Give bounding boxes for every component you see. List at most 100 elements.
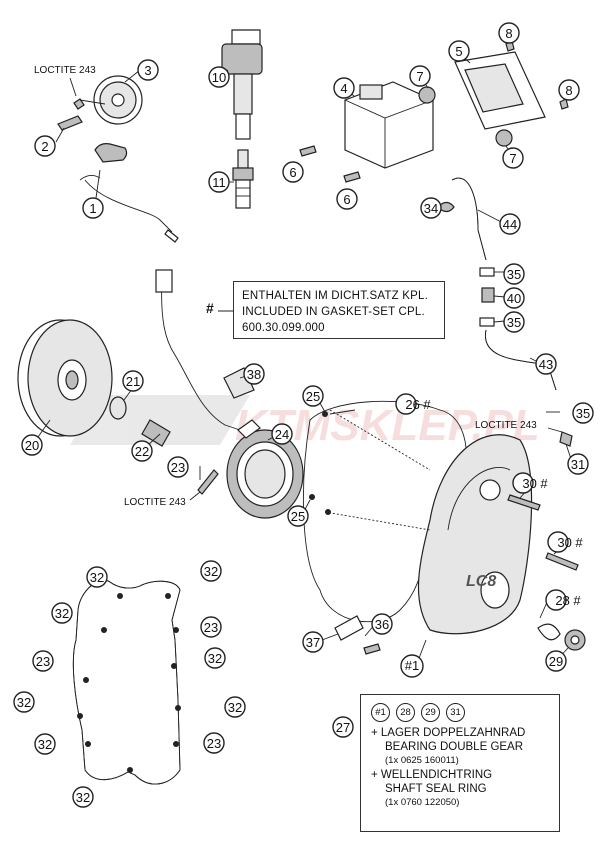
- callout-23c: 23: [32, 650, 54, 672]
- callout-44: 44: [499, 213, 521, 235]
- svg-text:32: 32: [55, 606, 69, 621]
- svg-text:43: 43: [539, 357, 553, 372]
- callout-38: 38: [243, 363, 265, 385]
- svg-text:38: 38: [247, 367, 261, 382]
- svg-text:29: 29: [549, 654, 563, 669]
- callout-8a: 8: [498, 22, 520, 44]
- svg-text:7: 7: [416, 69, 423, 84]
- svg-text:11: 11: [212, 175, 226, 190]
- note-hash-marker: #: [206, 300, 214, 316]
- ignition-cover: LC8: [417, 431, 586, 651]
- svg-text:36: 36: [375, 617, 389, 632]
- callout-30b: 30 #: [547, 531, 583, 553]
- callout-3: 3: [137, 59, 159, 81]
- svg-text:35: 35: [507, 267, 521, 282]
- callout-23a: 23: [167, 456, 189, 478]
- spark-plug: [232, 149, 254, 209]
- callout-43: 43: [535, 353, 557, 375]
- stator: [155, 269, 304, 519]
- note-line-en: INCLUDED IN GASKET-SET CPL.: [242, 306, 425, 318]
- note-part-number: 600.30.099.000: [242, 322, 325, 334]
- svg-text:23: 23: [207, 736, 221, 751]
- callout-22: 22: [131, 440, 153, 462]
- svg-text:2: 2: [41, 139, 48, 154]
- callout-21: 21: [122, 370, 144, 392]
- svg-text:10: 10: [212, 70, 226, 85]
- callout-29: 29: [545, 650, 567, 672]
- svg-text:35: 35: [576, 406, 590, 421]
- svg-text:32: 32: [76, 790, 90, 805]
- callout-30a: 30 #: [512, 472, 548, 494]
- legend-num: 31: [446, 703, 465, 722]
- svg-text:34: 34: [424, 201, 438, 216]
- callout-20: 20: [21, 434, 43, 456]
- svg-text:27: 27: [336, 720, 350, 735]
- svg-text:35: 35: [507, 315, 521, 330]
- callout-6b: 6: [336, 188, 358, 210]
- legend-item1-de: + LAGER DOPPELZAHNRAD: [371, 727, 526, 739]
- callout-8b: 8: [558, 79, 580, 101]
- svg-text:25: 25: [306, 389, 320, 404]
- callout-35b: 35: [503, 311, 525, 333]
- callout-7a: 7: [409, 65, 431, 87]
- callout-32h: 32: [72, 786, 94, 808]
- mounting-bracket: [299, 40, 569, 183]
- legend-item1-pn: (1x 0625 160011): [385, 755, 459, 766]
- legend-included-parts: #1 28 29 31: [371, 703, 551, 722]
- callout-34: 34: [420, 197, 442, 219]
- svg-text:28 #: 28 #: [555, 593, 581, 608]
- callout-32f: 32: [224, 696, 246, 718]
- svg-text:24: 24: [275, 427, 289, 442]
- svg-text:32: 32: [90, 570, 104, 585]
- callout-25a: 25: [302, 385, 324, 407]
- svg-text:6: 6: [289, 165, 296, 180]
- callout-1: 1: [82, 197, 104, 219]
- callout-37: 37: [302, 631, 324, 653]
- callout-2: 2: [34, 135, 56, 157]
- legend-item1-en: BEARING DOUBLE GEAR: [385, 741, 524, 753]
- svg-text:#1: #1: [405, 658, 419, 673]
- svg-text:31: 31: [571, 457, 585, 472]
- callout-27: 27: [332, 716, 354, 738]
- svg-text:32: 32: [38, 737, 52, 752]
- callout-32c: 32: [51, 602, 73, 624]
- svg-text:32: 32: [208, 651, 222, 666]
- svg-text:30 #: 30 #: [557, 535, 583, 550]
- callout-25b: 25: [287, 505, 309, 527]
- svg-text:21: 21: [126, 374, 140, 389]
- loctite-label-right: LOCTITE 243: [475, 420, 537, 431]
- callout-32b: 32: [200, 560, 222, 582]
- callout-31: 31: [567, 453, 589, 475]
- svg-text:22: 22: [135, 444, 149, 459]
- callout-35c: 35: [572, 402, 594, 424]
- legend-item2-en: SHAFT SEAL RING: [385, 783, 487, 795]
- callout-32g: 32: [34, 733, 56, 755]
- cdi-box: [344, 81, 434, 169]
- svg-text:26 #: 26 #: [405, 397, 431, 412]
- callout-35a: 35: [503, 263, 525, 285]
- crankcase-gasket: [72, 579, 181, 785]
- loctite-labels: LOCTITE 243 LOCTITE 243 LOCTITE 243: [34, 65, 563, 508]
- svg-text:6: 6: [343, 192, 350, 207]
- svg-text:7: 7: [509, 151, 516, 166]
- loctite-label-top: LOCTITE 243: [34, 65, 96, 76]
- svg-text:23: 23: [36, 654, 50, 669]
- callout-24: 24: [271, 423, 293, 445]
- gasket-set-note: ENTHALTEN IM DICHT.SATZ KPL. INCLUDED IN…: [233, 281, 445, 339]
- pickup-sensor: [57, 75, 179, 243]
- svg-text:3: 3: [144, 63, 151, 78]
- callouts: 1 2 3 4 5 6 6 7 7 8 8 10 11 20 21 22 23 …: [13, 22, 594, 808]
- svg-text:32: 32: [204, 564, 218, 579]
- note-line-de: ENTHALTEN IM DICHT.SATZ KPL.: [242, 290, 429, 302]
- legend-num: 28: [396, 703, 415, 722]
- callout-23e: 23: [203, 732, 225, 754]
- callout-10: 10: [208, 66, 230, 88]
- callout-26: 26 #: [395, 393, 431, 415]
- callout-11: 11: [208, 171, 230, 193]
- legend-num: 29: [421, 703, 440, 722]
- flywheel: [17, 319, 171, 447]
- callout-32e: 32: [13, 691, 35, 713]
- callout-hash1: #1: [400, 654, 424, 678]
- callout-28: 28 #: [545, 589, 581, 611]
